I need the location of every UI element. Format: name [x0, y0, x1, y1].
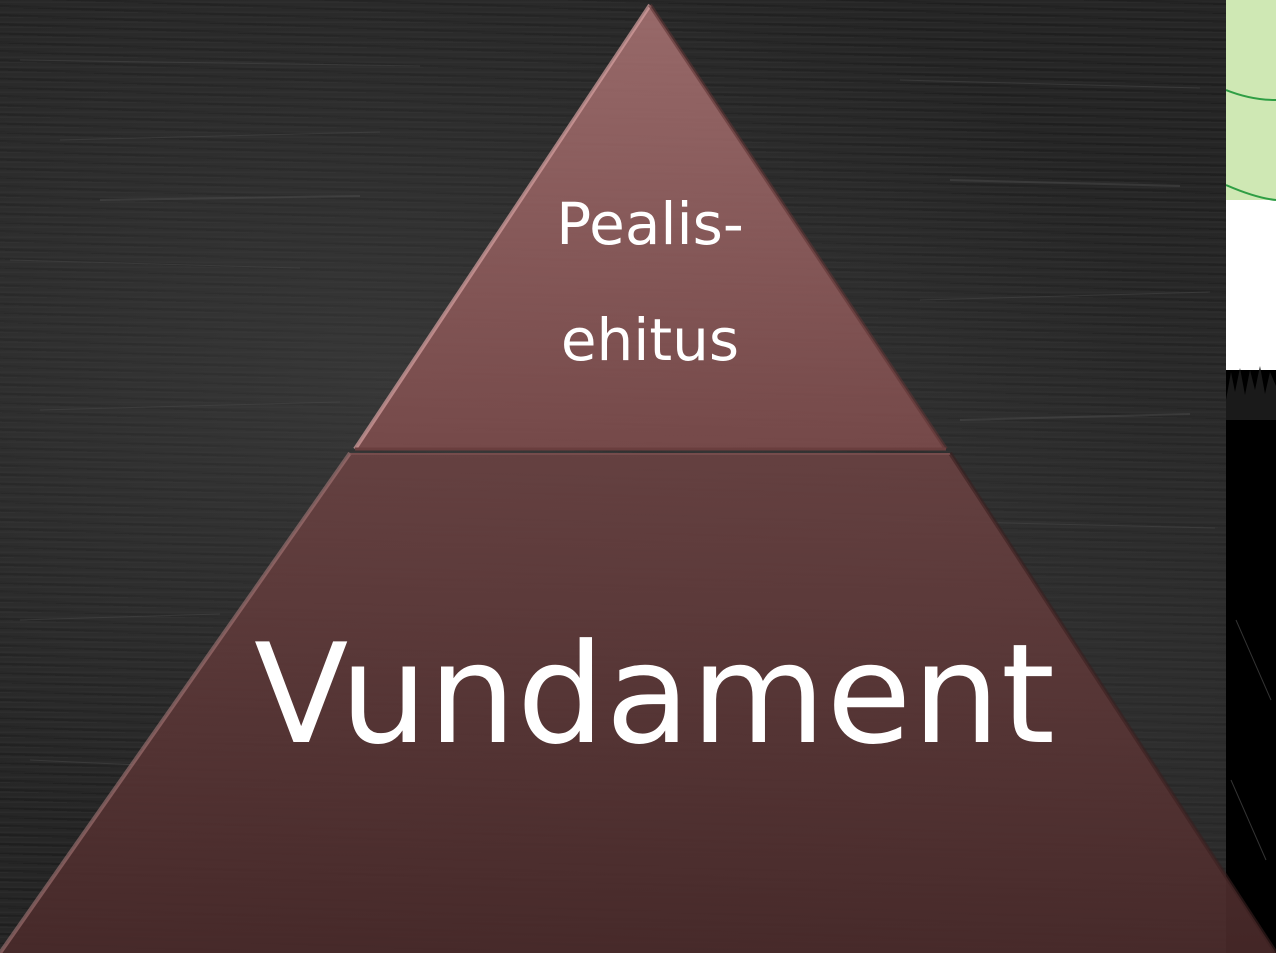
- pyramid-bottom-label: Vundament: [253, 614, 1057, 775]
- pyramid-top-label-line1: Pealis-: [556, 190, 744, 258]
- pyramid-bottom-section: [0, 451, 1276, 953]
- right-panel-image: [1226, 0, 1276, 953]
- pyramid-top-section: [353, 3, 948, 451]
- pyramid-top-label-line2: ehitus: [560, 306, 740, 374]
